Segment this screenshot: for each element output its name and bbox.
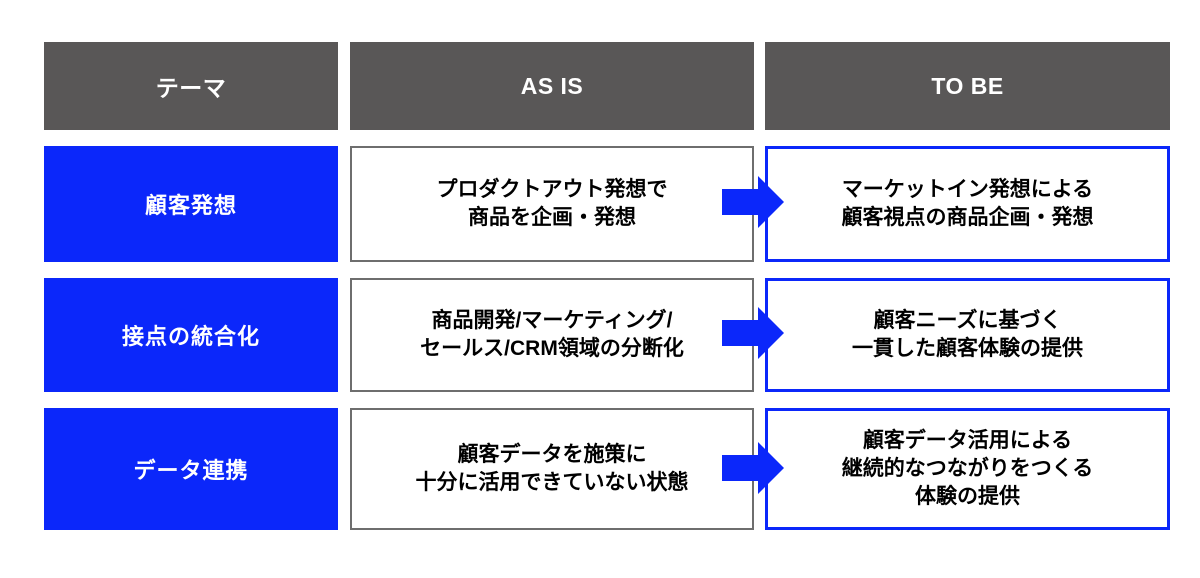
as-is-cell-row-3: 顧客データを施策に 十分に活用できていない状態 [350,408,754,530]
theme-label-row-2: 接点の統合化 [121,324,260,349]
column-header-theme-label: テーマ [155,75,227,101]
as-is-cell-row-2: 商品開発/マーケティング/ セールス/CRM領域の分断化 [350,278,754,392]
to-be-cell-row-3: 顧客データ活用による 継続的なつながりをつくる 体験の提供 [765,408,1170,530]
column-header-theme: テーマ [44,42,338,130]
column-header-to-be: TO BE [765,42,1170,130]
column-header-as-is: AS IS [350,42,754,130]
theme-label-row-1: 顧客発想 [144,193,237,218]
column-header-to-be-label: TO BE [931,72,1004,99]
to-be-text-row-3: 顧客データ活用による 継続的なつながりをつくる 体験の提供 [841,429,1094,508]
to-be-text-row-2: 顧客ニーズに基づく 一貫した顧客体験の提供 [852,309,1083,360]
as-is-text-row-2: 商品開発/マーケティング/ セールス/CRM領域の分断化 [420,309,684,360]
theme-cell-row-1: 顧客発想 [44,146,338,262]
to-be-cell-row-2: 顧客ニーズに基づく 一貫した顧客体験の提供 [765,278,1170,392]
to-be-text-row-1: マーケットイン発想による 顧客視点の商品企画・発想 [841,178,1094,229]
as-is-text-row-3: 顧客データを施策に 十分に活用できていない状態 [415,443,689,494]
column-header-as-is-label: AS IS [520,72,584,99]
theme-label-row-3: データ連携 [133,458,249,483]
theme-cell-row-3: データ連携 [44,408,338,530]
as-is-cell-row-1: プロダクトアウト発想で 商品を企画・発想 [350,146,754,262]
to-be-cell-row-1: マーケットイン発想による 顧客視点の商品企画・発想 [765,146,1170,262]
as-is-text-row-1: プロダクトアウト発想で 商品を企画・発想 [436,178,668,229]
theme-cell-row-2: 接点の統合化 [44,278,338,392]
